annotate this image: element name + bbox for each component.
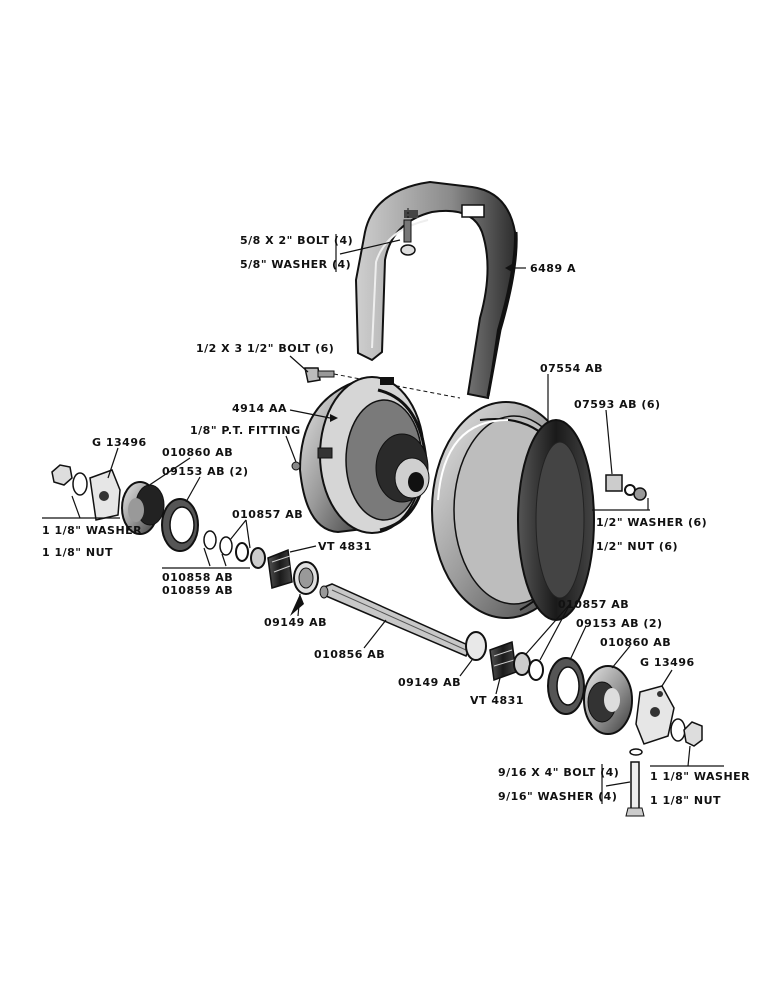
label-ring-010857-right: 010857 AB: [558, 598, 630, 611]
label-yoke: 6489 A: [530, 262, 576, 275]
right-seal: [547, 657, 585, 715]
rim-07554ab: [431, 401, 595, 621]
leader-lines: [42, 234, 724, 804]
left-nut: [51, 464, 88, 496]
label-washer-12: 1/2" WASHER (6): [596, 516, 708, 529]
leader-arrows: [290, 264, 512, 616]
label-nut-118-right: 1 1/8" NUT: [650, 794, 722, 807]
label-rim: 07554 AB: [540, 362, 603, 375]
right-cone: [489, 640, 517, 682]
label-seal-right: 09153 AB (2): [576, 617, 663, 630]
right-nut: [670, 718, 703, 747]
label-seal-left: 09153 AB (2): [162, 465, 249, 478]
label-block-right: G 13496: [640, 656, 695, 669]
label-shim-010858: 010858 AB: [162, 571, 234, 584]
left-shims: [203, 530, 266, 569]
label-washer-58: 5/8" WASHER (4): [240, 258, 352, 271]
label-ring-010857-left: 010857 AB: [232, 508, 304, 521]
label-nut-118-left: 1 1/8" NUT: [42, 546, 114, 559]
left-cone: [267, 548, 319, 595]
label-bolt-916: 9/16 X 4" BOLT (4): [498, 766, 620, 779]
right-cup-09149: [465, 631, 487, 661]
label-axle: 010856 AB: [314, 648, 386, 661]
label-cup-right: 010860 AB: [600, 636, 672, 649]
label-cup-09149-left: 09149 AB: [264, 616, 327, 629]
grease-fitting: [291, 461, 301, 471]
label-nut-12: 1/2" NUT (6): [596, 540, 679, 553]
yoke-6489a: [354, 180, 518, 400]
left-block: [89, 469, 121, 521]
rim-nut-washer: [605, 474, 647, 501]
label-fitting: 1/8" P.T. FITTING: [190, 424, 301, 437]
label-washer-118-right: 1 1/8" WASHER: [650, 770, 751, 783]
right-shims: [513, 652, 544, 681]
label-hub: 4914 AA: [232, 402, 287, 415]
label-cone-right: VT 4831: [470, 694, 524, 707]
hub-4914aa: [298, 376, 430, 534]
axle-010856ab: [319, 583, 471, 657]
label-washer-916: 9/16" WASHER (4): [498, 790, 618, 803]
label-block-left: G 13496: [92, 436, 147, 449]
right-cup: [583, 665, 633, 735]
label-cup-left: 010860 AB: [162, 446, 234, 459]
label-washer-118-left: 1 1/8" WASHER: [42, 524, 143, 537]
label-bolt-12: 1/2 X 3 1/2" BOLT (6): [196, 342, 335, 355]
right-block: [635, 685, 675, 745]
label-cone-left: VT 4831: [318, 540, 372, 553]
label-cup-09149-right: 09149 AB: [398, 676, 461, 689]
label-bolt-58: 5/8 X 2" BOLT (4): [240, 234, 354, 247]
yoke-bolt: [400, 208, 416, 256]
bottom-bolt: [625, 748, 645, 817]
left-seal: [161, 498, 199, 552]
label-nut-washer-set: 07593 AB (6): [574, 398, 661, 411]
label-shim-010859: 010859 AB: [162, 584, 234, 597]
